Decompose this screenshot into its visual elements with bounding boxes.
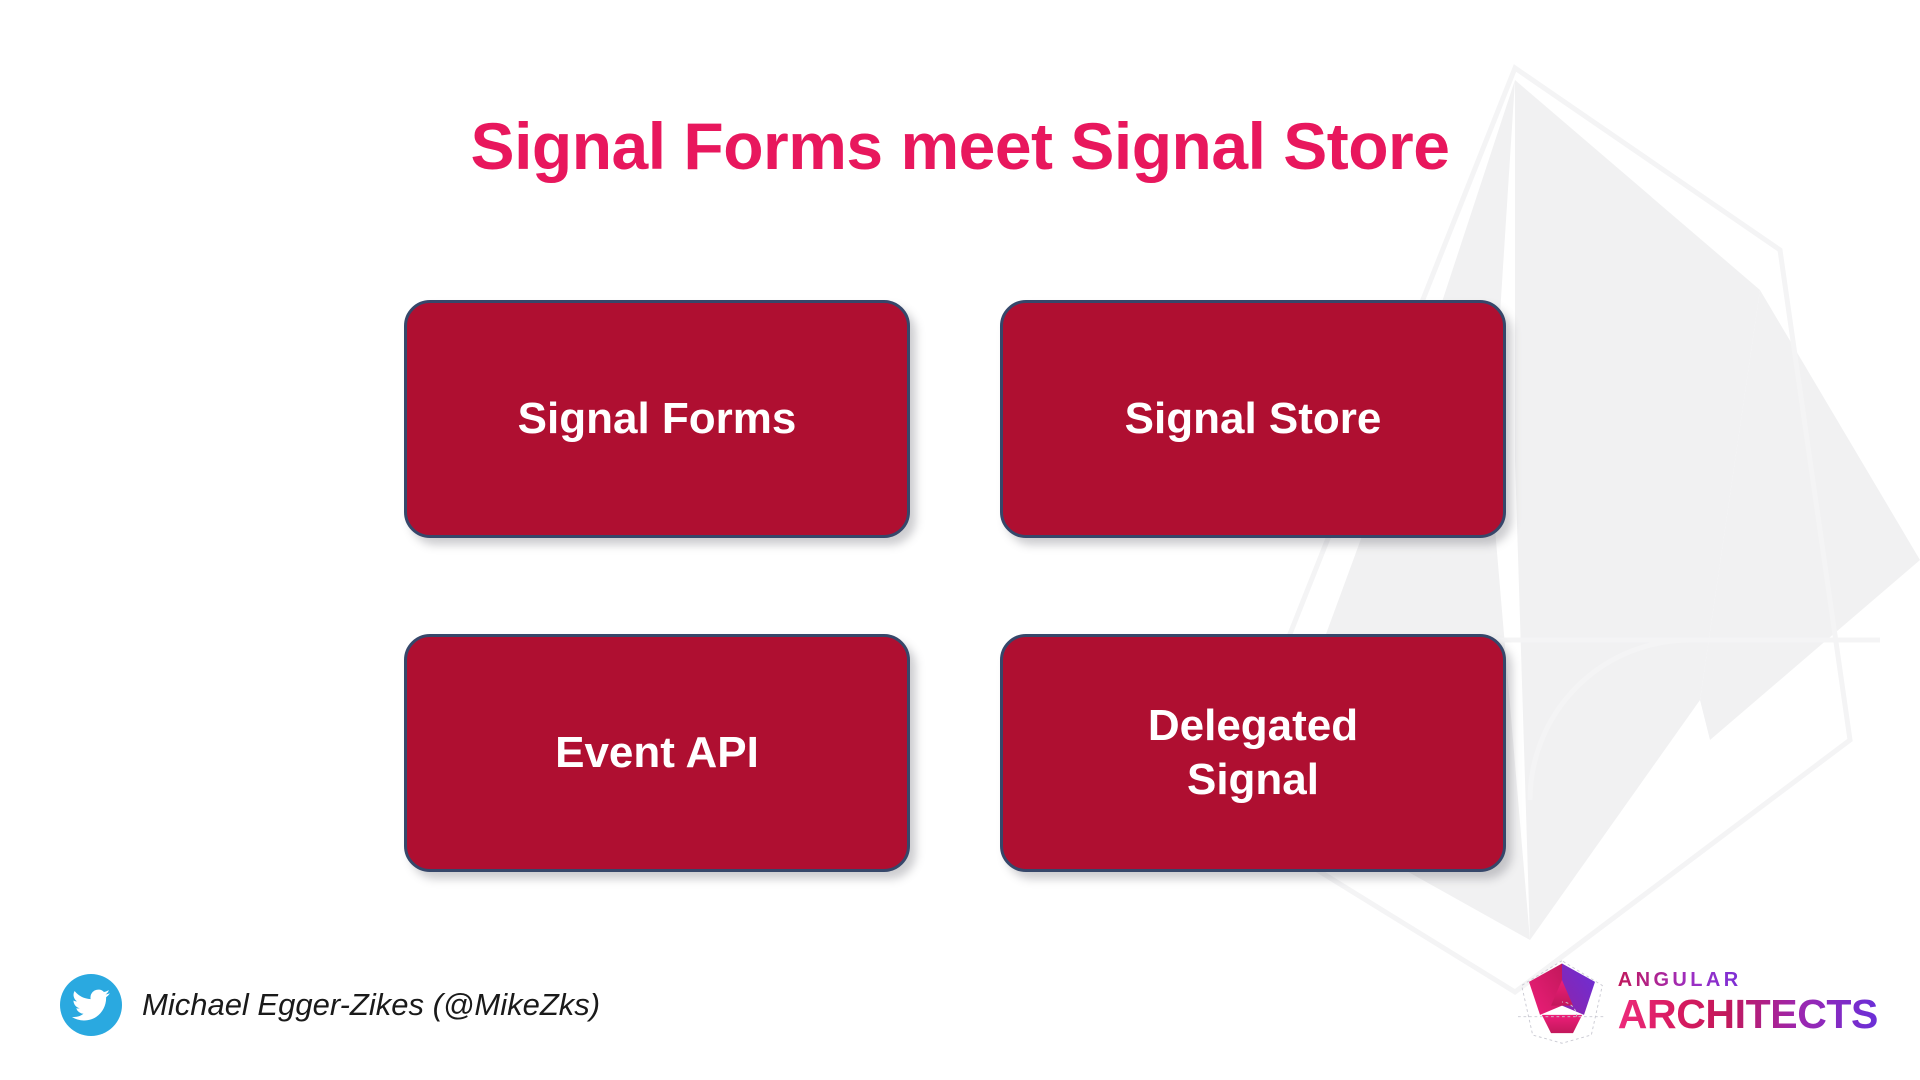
angular-a-shield-icon xyxy=(1517,960,1606,1044)
box-label: Signal Forms xyxy=(517,394,797,444)
box-label: Event API xyxy=(555,728,759,778)
author-name: Michael Egger-Zikes (@MikeZks) xyxy=(142,987,601,1022)
logo-architects-text: ARCHITECTS xyxy=(1617,990,1879,1037)
box-event-api[interactable]: Event API xyxy=(404,634,910,872)
twitter-icon[interactable] xyxy=(60,974,122,1036)
page-title: Signal Forms meet Signal Store xyxy=(470,109,1450,183)
box-label: Signal Store xyxy=(1124,394,1382,444)
angular-architects-logo: ANGULAR ARCHITECTS xyxy=(1516,958,1878,1046)
box-signal-forms[interactable]: Signal Forms xyxy=(404,300,910,538)
logo-wordmark: ANGULAR ARCHITECTS xyxy=(1617,968,1879,1037)
box-signal-store[interactable]: Signal Store xyxy=(1000,300,1506,538)
author-credit: Michael Egger-Zikes (@MikeZks) xyxy=(60,974,600,1036)
box-delegated-signal[interactable]: Delegated Signal xyxy=(1000,634,1506,872)
logo-angular-text: ANGULAR xyxy=(1617,968,1742,991)
box-label: Delegated Signal xyxy=(1147,701,1359,804)
